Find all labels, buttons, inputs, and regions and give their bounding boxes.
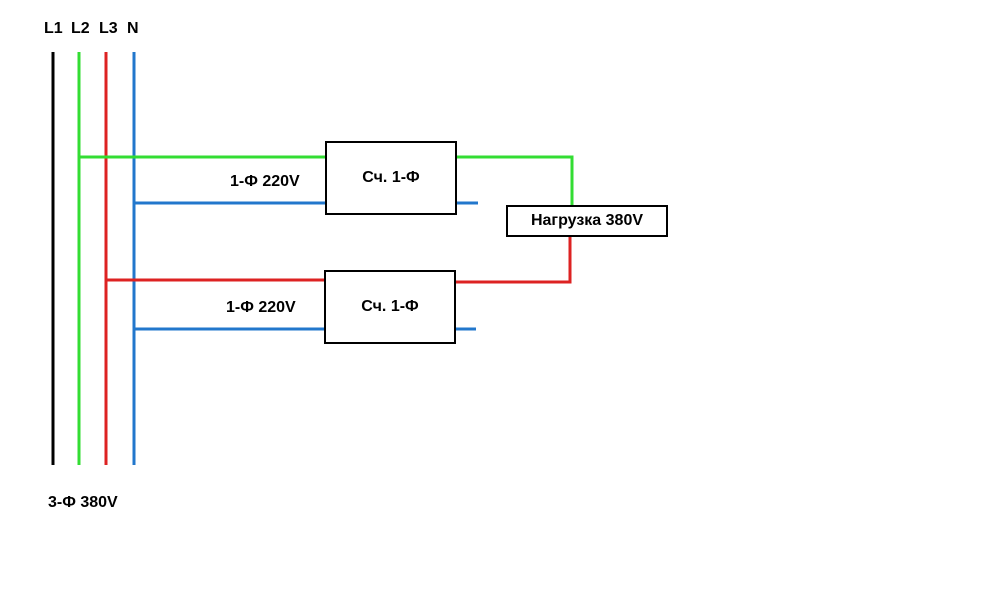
meter-2: Сч. 1-Ф: [324, 270, 456, 344]
meter2-input-label: 1-Ф 220V: [226, 299, 296, 316]
meter-1-label: Сч. 1-Ф: [362, 169, 420, 186]
load-box: Нагрузка 380V: [506, 205, 668, 237]
label-l3: L3: [99, 20, 118, 37]
supply-label: 3-Ф 380V: [48, 494, 118, 511]
meter-2-label: Сч. 1-Ф: [361, 298, 419, 315]
wire-meter1-load: [456, 155, 574, 207]
meter-1: Сч. 1-Ф: [325, 141, 457, 215]
label-n: N: [127, 20, 139, 37]
label-l1: L1: [44, 20, 63, 37]
load-label: Нагрузка 380V: [530, 212, 644, 229]
label-l2: L2: [71, 20, 90, 37]
meter1-input-label: 1-Ф 220V: [230, 173, 300, 190]
wire-meter2-load: [455, 235, 572, 284]
